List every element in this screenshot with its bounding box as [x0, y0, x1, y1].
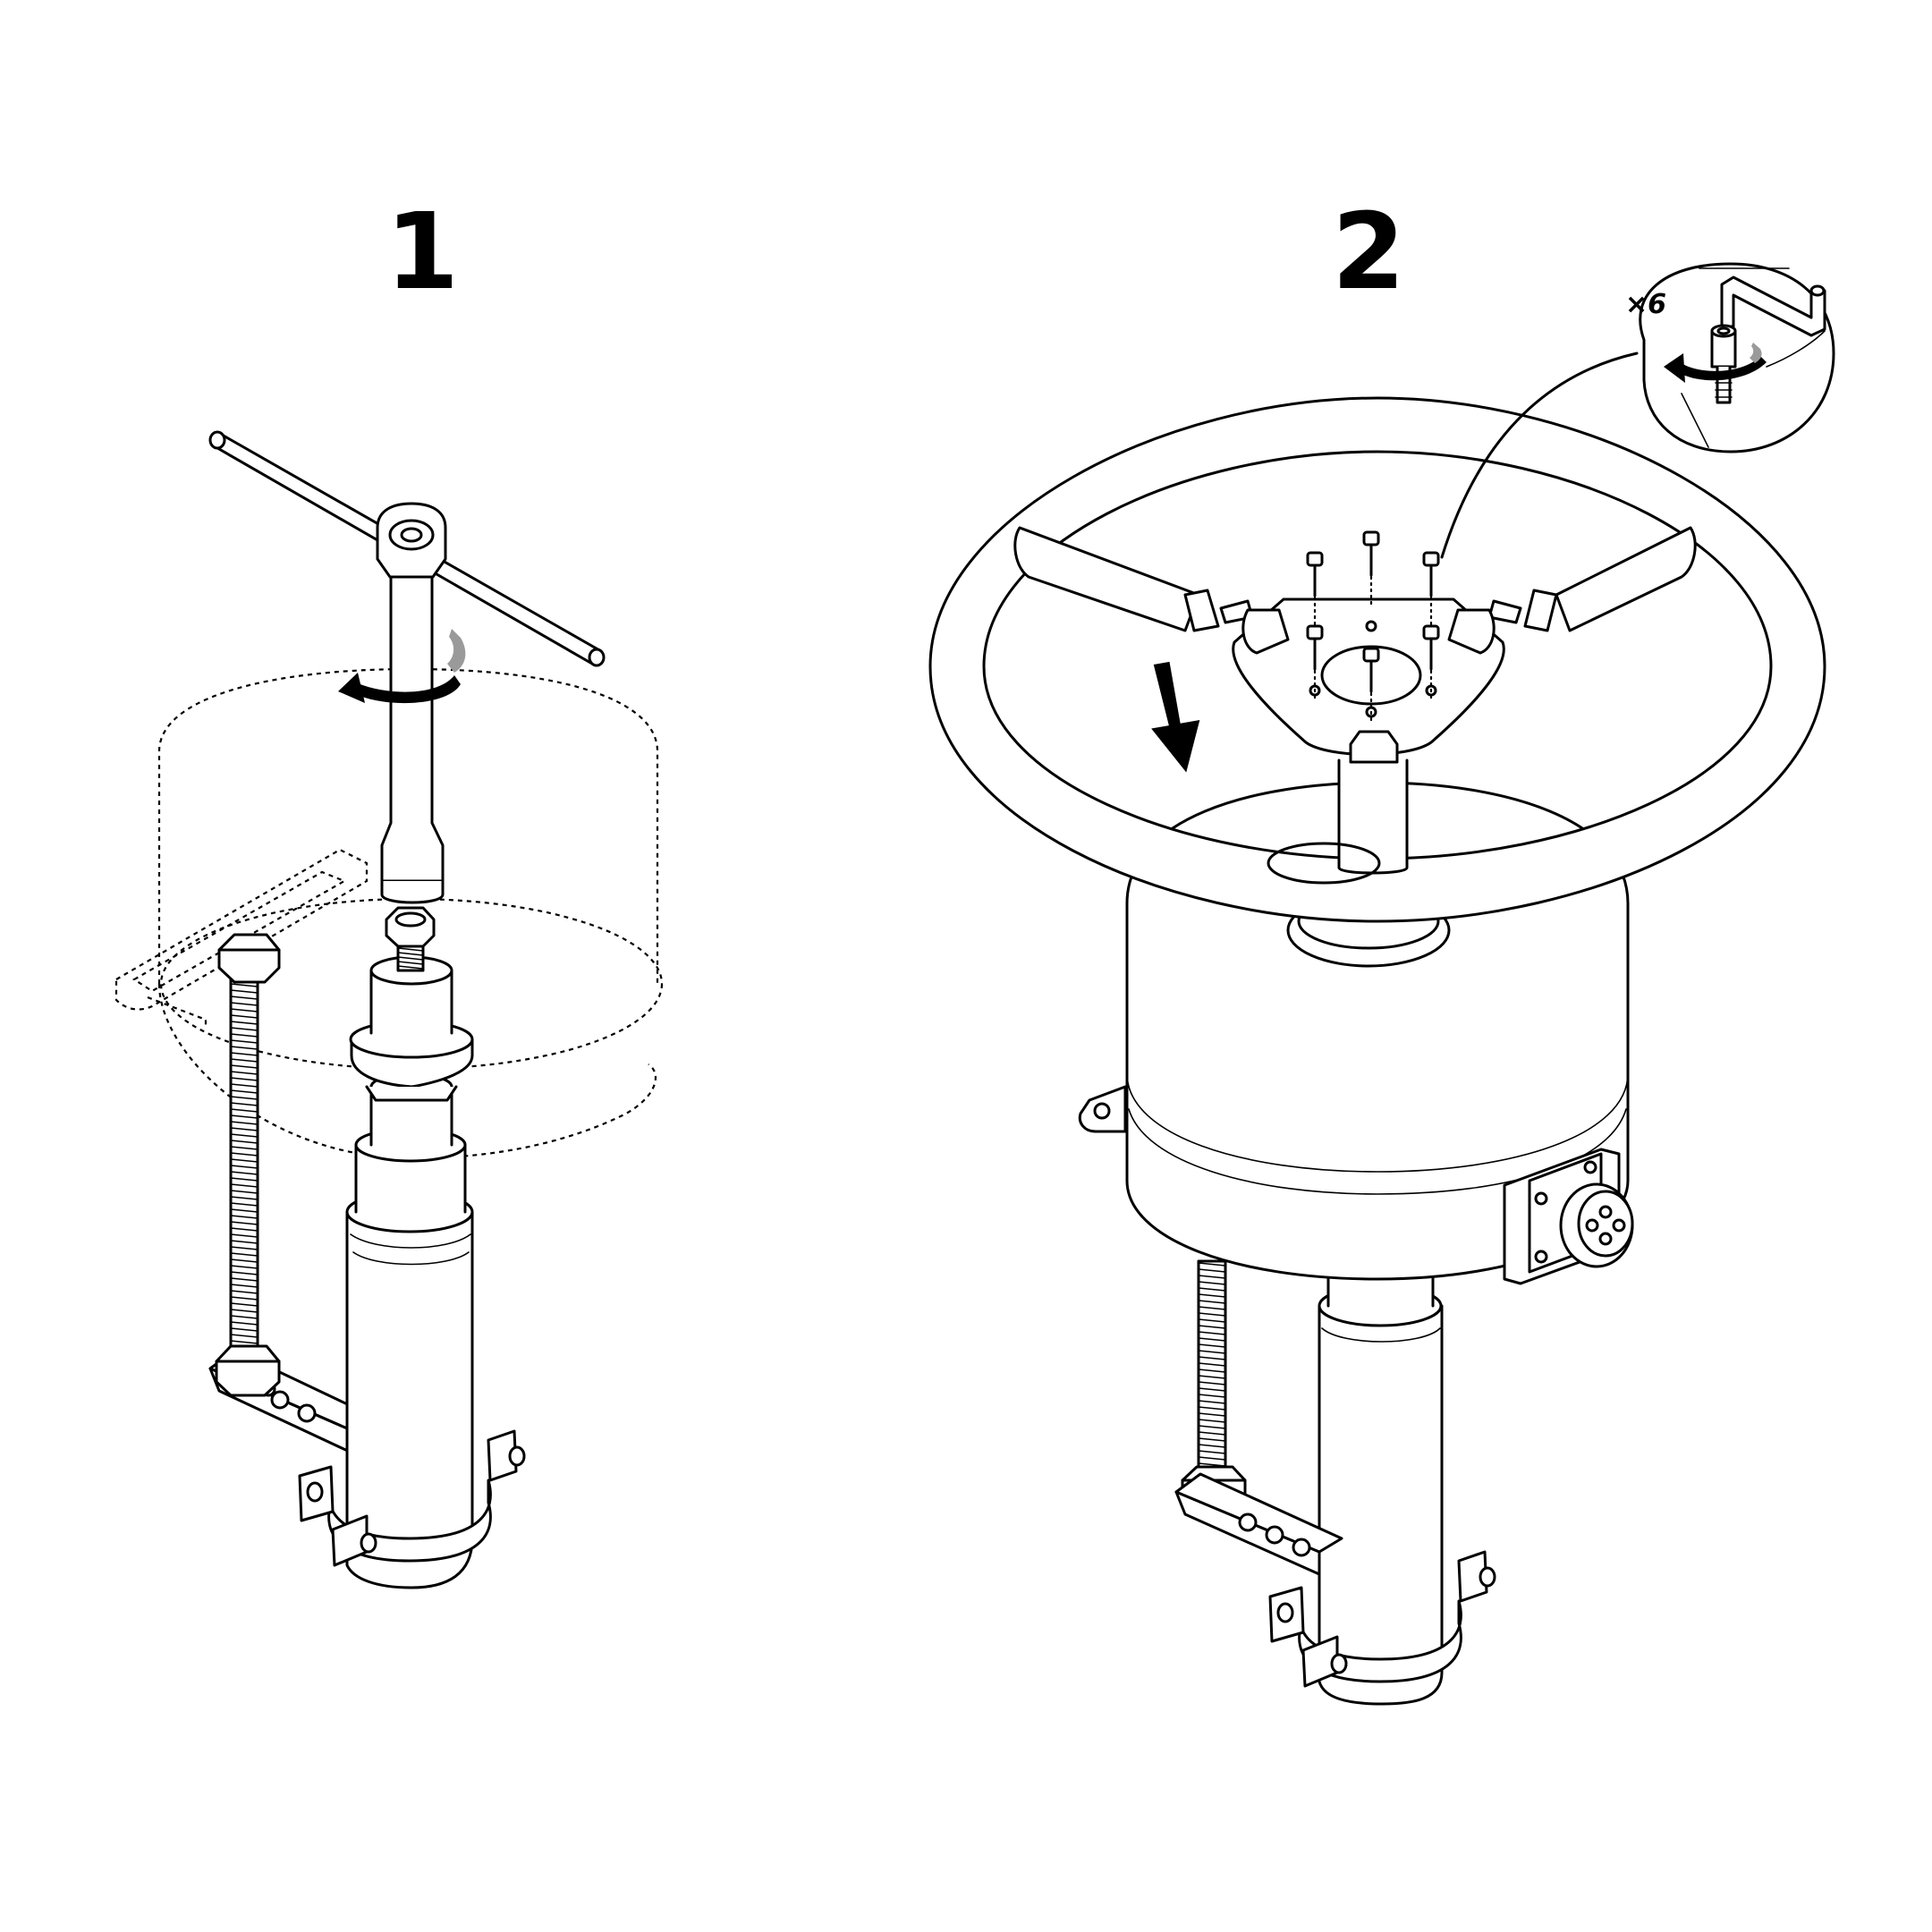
- bolt: [1422, 551, 1440, 626]
- bolt: [1422, 624, 1440, 699]
- mounting-bracket-2: [1174, 1472, 1343, 1576]
- lower-column: [1318, 1268, 1444, 1706]
- pipe-clamp: [298, 1429, 526, 1567]
- mounting-bracket: [208, 1344, 377, 1455]
- down-arrow-icon: [1151, 661, 1200, 773]
- step-2-panel: 2: [928, 190, 1835, 1706]
- detail-bubble: ×6: [1625, 262, 1835, 453]
- threaded-rod-2: [1181, 1259, 1247, 1516]
- rotate-arrow-icon: [338, 629, 466, 704]
- pipe-clamp-2: [1268, 1550, 1496, 1688]
- bolt: [1306, 624, 1324, 699]
- bolt: [1362, 530, 1380, 606]
- steering-column: [345, 906, 474, 1589]
- bolt: [1306, 551, 1324, 626]
- step-1-number: 1: [386, 190, 459, 313]
- rotate-arrow-icon: [1664, 343, 1767, 383]
- threaded-rod: [217, 933, 281, 1355]
- t-handle-wrench: [208, 430, 606, 904]
- step-1-panel: 1: [114, 190, 664, 1589]
- bolts: [1306, 530, 1440, 722]
- detail-leader-line: [1440, 352, 1639, 559]
- quantity-label: ×6: [1625, 289, 1666, 320]
- step-2-number: 2: [1332, 190, 1405, 313]
- bolt: [1362, 647, 1380, 722]
